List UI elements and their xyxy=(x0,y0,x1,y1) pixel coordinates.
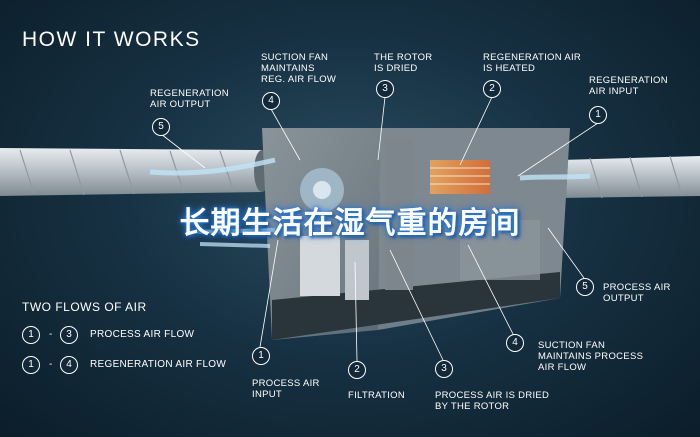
callout-label-process-fan: SUCTION FAN MAINTAINS PROCESS AIR FLOW xyxy=(538,340,644,373)
left-duct xyxy=(0,148,270,196)
callout-label-regen-heated: REGENERATION AIR IS HEATED xyxy=(483,52,582,74)
callout-label-process-output: PROCESS AIR OUTPUT xyxy=(603,282,671,304)
legend-label-process: PROCESS AIR FLOW xyxy=(90,329,195,340)
legend-row-process: 1 - 3 PROCESS AIR FLOW xyxy=(22,326,242,344)
leader-lines xyxy=(160,96,599,362)
callout-label-filtration: FILTRATION xyxy=(348,390,406,401)
callout-badge-4: 4 xyxy=(262,92,280,110)
callout-badge-1: 1 xyxy=(589,106,607,124)
callout-badge-2: 2 xyxy=(483,80,501,98)
callout-badge-1: 1 xyxy=(252,347,270,365)
air-flow-arrows xyxy=(149,157,591,248)
callout-badge-5: 5 xyxy=(152,118,170,136)
legend-badge-from: 1 xyxy=(22,326,40,344)
callout-label-process-input: PROCESS AIR INPUT xyxy=(252,378,320,400)
callout-label-rotor-dried: THE ROTOR IS DRIED xyxy=(374,52,433,74)
legend-badge-to: 4 xyxy=(60,356,78,374)
legend-dash: - xyxy=(49,359,53,370)
callout-badge-3: 3 xyxy=(376,80,394,98)
callout-badge-5: 5 xyxy=(576,278,594,296)
legend-title: TWO FLOWS OF AIR xyxy=(22,300,147,314)
callout-label-regen-input: REGENERATION AIR INPUT xyxy=(589,75,668,97)
legend-badge-from: 1 xyxy=(22,356,40,374)
legend-row-regeneration: 1 - 4 REGENERATION AIR FLOW xyxy=(22,356,242,374)
callout-badge-4: 4 xyxy=(506,334,524,352)
callout-label-process-dried: PROCESS AIR IS DRIED BY THE ROTOR xyxy=(435,390,550,412)
page-title: HOW IT WORKS xyxy=(22,28,201,51)
unit-housing xyxy=(262,128,570,340)
legend-label-regeneration: REGENERATION AIR FLOW xyxy=(90,359,227,370)
overlay-banner: 长期生活在湿气重的房间 xyxy=(179,207,521,240)
callout-badge-3: 3 xyxy=(435,360,453,378)
callout-badge-2: 2 xyxy=(348,361,366,379)
callout-label-regen-output: REGENERATION AIR OUTPUT xyxy=(150,88,229,110)
legend-dash: - xyxy=(49,329,53,340)
legend-badge-to: 3 xyxy=(60,326,78,344)
callout-label-regen-fan: SUCTION FAN MAINTAINS REG. AIR FLOW xyxy=(261,52,337,85)
